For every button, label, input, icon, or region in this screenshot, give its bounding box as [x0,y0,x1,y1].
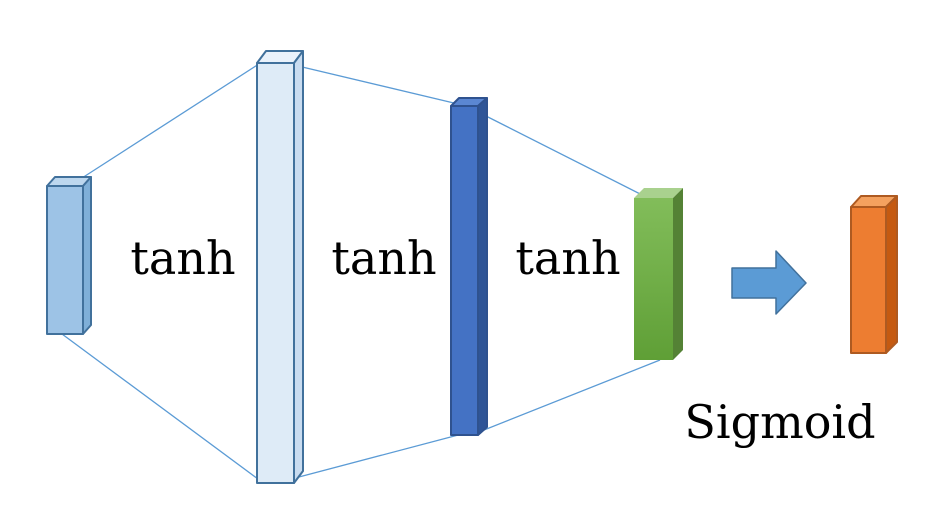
hidden-layer-1-block [256,50,304,484]
activation-label-3: tanh [515,231,620,285]
connector-lines [61,61,661,483]
connector-hidden2-top [481,113,653,201]
hidden-layer-2-block [450,97,488,436]
connector-hidden1-bottom [279,433,463,483]
input-layer-block [46,176,92,335]
hidden-layer-3-block [634,188,683,360]
connector-input-bottom [61,333,263,483]
activation-label-1: tanh [130,231,235,285]
connector-hidden2-bottom [473,359,661,435]
activation-label-2: tanh [331,231,436,285]
output-layer-block [850,195,898,354]
output-activation-label: Sigmoid [684,395,875,449]
right-arrow-icon [731,250,807,315]
connector-hidden1-top [297,65,459,105]
connector-input-top [81,61,263,179]
